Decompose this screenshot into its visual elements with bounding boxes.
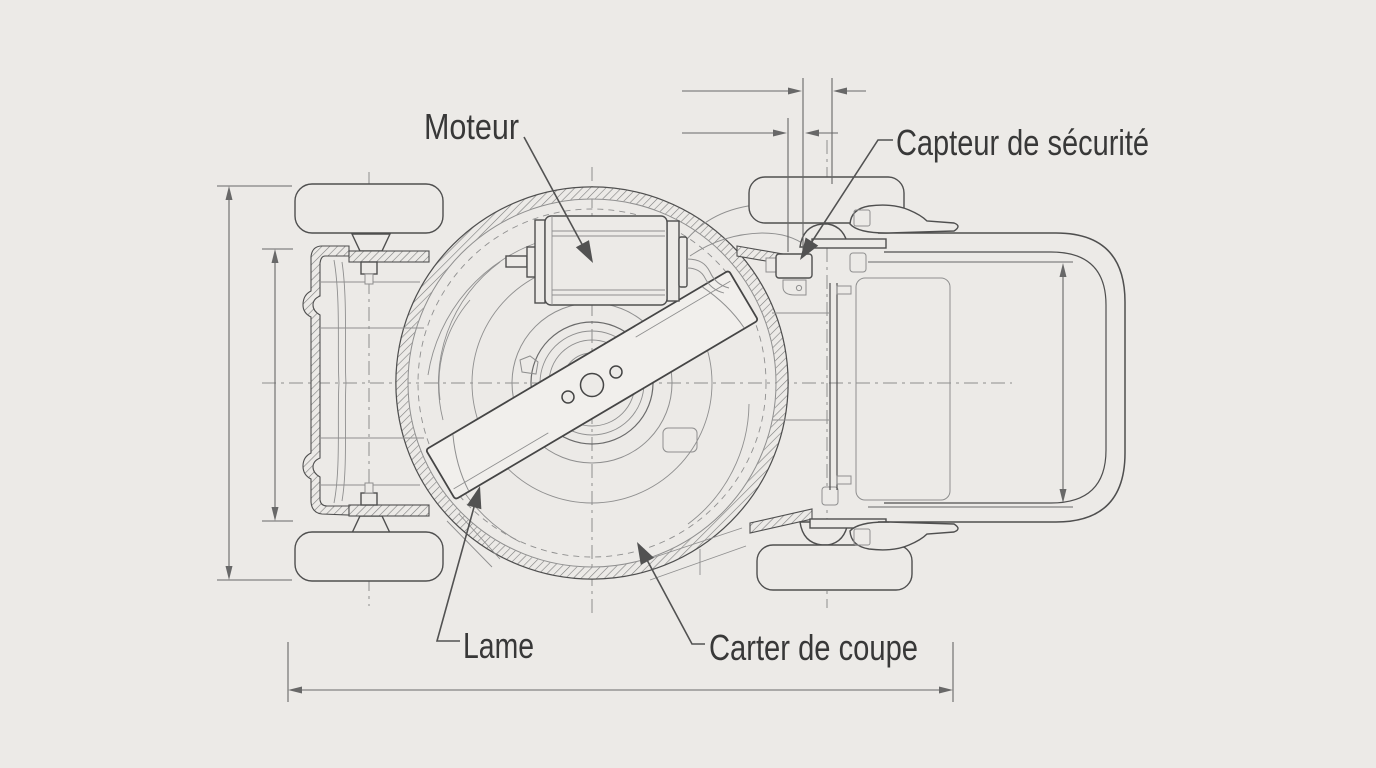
leader-blade xyxy=(435,488,480,642)
blade-hole-left xyxy=(561,390,575,404)
label-safety-sensor: Capteur de sécurité xyxy=(896,122,1149,163)
motor-terminal xyxy=(678,236,688,288)
wheel-bottom-left xyxy=(294,531,444,582)
handlebar-bracket-bottom-notch xyxy=(853,528,871,546)
handlebar-bracket-top xyxy=(849,204,959,234)
chassis-side-wall xyxy=(302,245,350,516)
motor-wire xyxy=(686,258,730,289)
rear-cross-lines xyxy=(772,312,830,421)
blade xyxy=(425,270,759,500)
blade-hole-right xyxy=(609,365,623,379)
motor-body xyxy=(544,215,668,306)
motor-shaft xyxy=(505,255,528,268)
bolt-stem-top-left xyxy=(364,273,374,285)
sensor-box xyxy=(775,253,813,279)
dimension-sensor-offsets-top xyxy=(682,78,866,252)
dimension-lines xyxy=(217,78,1073,702)
dimension-overall-width-left xyxy=(217,185,292,581)
mount-bolt-top-right xyxy=(849,252,867,273)
dimension-length-bottom xyxy=(287,642,954,702)
label-motor: Moteur xyxy=(424,106,519,147)
dimension-body-width-left xyxy=(262,248,293,522)
sensor-tab xyxy=(765,257,777,273)
hub-tab xyxy=(519,355,539,375)
bolt-stem-bottom-left xyxy=(364,482,374,494)
label-blade: Lame xyxy=(463,625,534,666)
blade-wing-right xyxy=(702,286,745,328)
deck-plate-detail xyxy=(662,427,698,453)
leader-deck xyxy=(638,544,705,645)
rear-cover-panel xyxy=(855,277,951,501)
axle-mount-bottom-left xyxy=(350,515,392,534)
wheel-bottom-right xyxy=(756,544,913,591)
deck-skirt-right xyxy=(639,527,747,581)
deck-outer-rim xyxy=(395,186,789,580)
leader-motor xyxy=(523,136,591,260)
left-chassis xyxy=(302,233,430,534)
bolt-bottom-left xyxy=(360,492,378,506)
bolt-top-left xyxy=(360,261,378,275)
leader-sensor xyxy=(801,139,893,258)
dimension-handle-height-right xyxy=(868,261,1073,508)
motor-body-lines xyxy=(551,216,665,305)
chassis-curve-1 xyxy=(333,259,340,504)
axle-mount-top-left xyxy=(350,233,392,252)
sensor-hook xyxy=(782,279,807,296)
deck-dashed-circle xyxy=(417,208,767,558)
handlebar xyxy=(849,204,1126,551)
motor xyxy=(505,215,730,306)
deck-inner-rim xyxy=(407,198,777,568)
deck-hatched-rim xyxy=(396,187,788,579)
rear-bracket-tab-bottom xyxy=(836,475,852,485)
motor-end-cap-right xyxy=(666,220,680,302)
blade-cutting-edges xyxy=(453,280,731,490)
axle-bar-bottom-left xyxy=(348,504,430,517)
rear-bracket-rails xyxy=(829,283,838,490)
label-cutting-deck: Carter de coupe xyxy=(709,627,918,668)
mount-plate-top-right xyxy=(811,238,887,249)
chassis-curve-2 xyxy=(341,261,347,502)
axle-bar-top-left xyxy=(348,250,430,263)
wheel-top-left xyxy=(294,183,444,234)
leader-motor-arrowhead xyxy=(575,240,593,263)
motor-wire-inner xyxy=(686,267,725,294)
leader-blade-arrowhead xyxy=(466,486,482,510)
sensor-hook-hole xyxy=(795,284,803,292)
leader-lines xyxy=(435,136,893,645)
handlebar-inner-tube xyxy=(884,251,1107,504)
safety-sensor xyxy=(765,253,813,296)
leader-sensor-arrowhead xyxy=(800,237,819,260)
leader-deck-arrowhead xyxy=(637,542,655,565)
rear-bracket-tab-top xyxy=(836,285,852,295)
labels: Moteur Capteur de sécurité Lame Carter d… xyxy=(424,106,1149,668)
handlebar-bracket-top-notch xyxy=(853,209,871,227)
handlebar-bracket-bottom xyxy=(849,521,959,551)
blade-wing-left xyxy=(452,434,469,491)
belt-cover-curve-inner xyxy=(689,232,807,257)
blade-center-hole xyxy=(579,372,605,398)
deck-skirt-left xyxy=(446,513,501,568)
handlebar-outer-tube xyxy=(878,232,1126,523)
motor-end-cap-left xyxy=(534,219,546,304)
